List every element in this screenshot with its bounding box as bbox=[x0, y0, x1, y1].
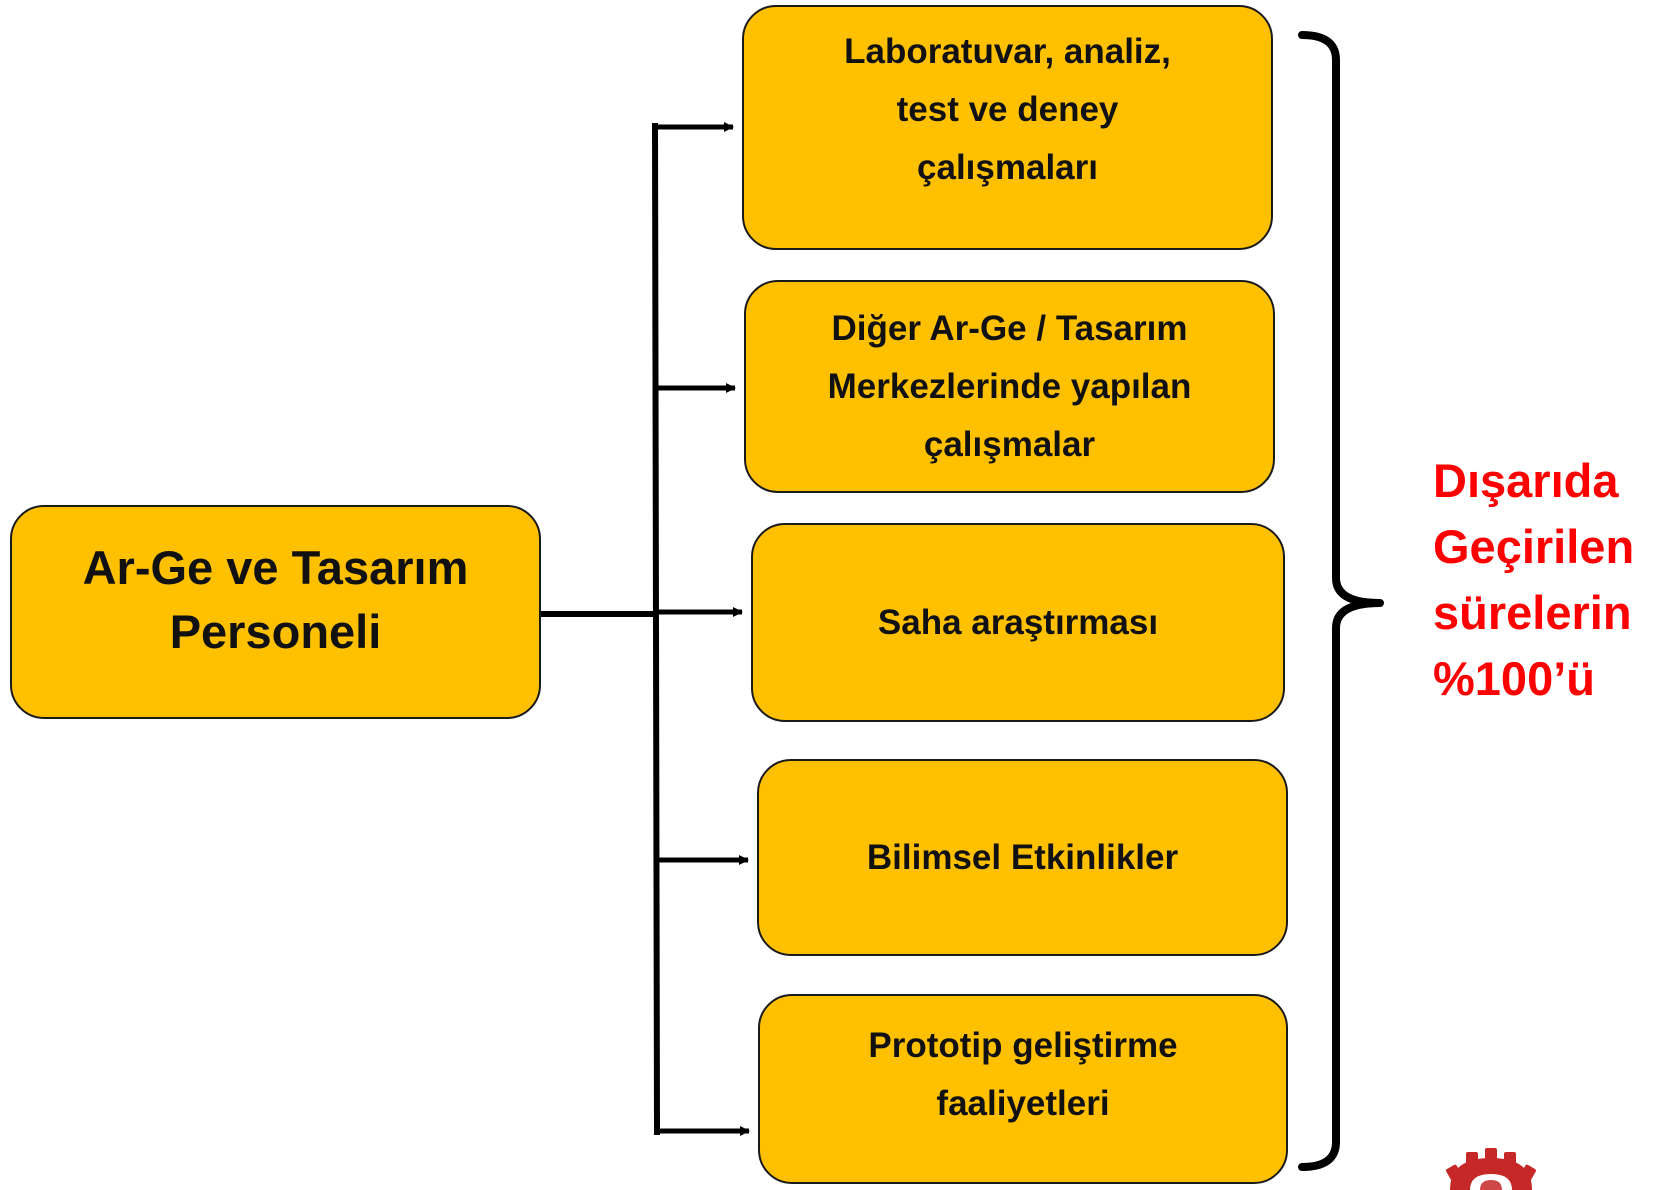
result-text: Dışarıda Geçirilen sürelerin %100’ü bbox=[1433, 448, 1671, 712]
result-line-1: Dışarıda bbox=[1433, 454, 1619, 507]
activity-box-other-centers: Diğer Ar-Ge / Tasarım Merkezlerinde yapı… bbox=[744, 280, 1275, 493]
source-label: Ar-Ge ve Tasarım Personeli bbox=[82, 541, 469, 658]
activity-box-field-research: Saha araştırması bbox=[751, 523, 1285, 722]
source-box-personnel: Ar-Ge ve Tasarım Personeli bbox=[10, 505, 541, 719]
gear-logo-icon bbox=[1446, 1148, 1536, 1190]
activity-label-field-research: Saha araştırması bbox=[877, 602, 1159, 642]
right-brace bbox=[1298, 31, 1384, 1171]
trunk-line bbox=[651, 122, 661, 1136]
activity-label-other-centers: Diğer Ar-Ge / Tasarım Merkezlerinde yapı… bbox=[827, 308, 1192, 464]
activity-box-laboratory: Laboratuvar, analiz, test ve deney çalış… bbox=[742, 5, 1273, 250]
result-line-4: %100’ü bbox=[1433, 652, 1595, 705]
activity-label-prototype: Prototip geliştirme faaliyetleri bbox=[868, 1026, 1178, 1123]
activity-label-scientific-events: Bilimsel Etkinlikler bbox=[866, 837, 1179, 877]
activity-box-prototype: Prototip geliştirme faaliyetleri bbox=[758, 994, 1288, 1184]
activity-box-scientific-events: Bilimsel Etkinlikler bbox=[757, 759, 1288, 956]
result-line-2: Geçirilen bbox=[1433, 520, 1635, 573]
result-line-3: sürelerin bbox=[1433, 586, 1632, 639]
activity-label-laboratory: Laboratuvar, analiz, test ve deney çalış… bbox=[844, 31, 1171, 187]
